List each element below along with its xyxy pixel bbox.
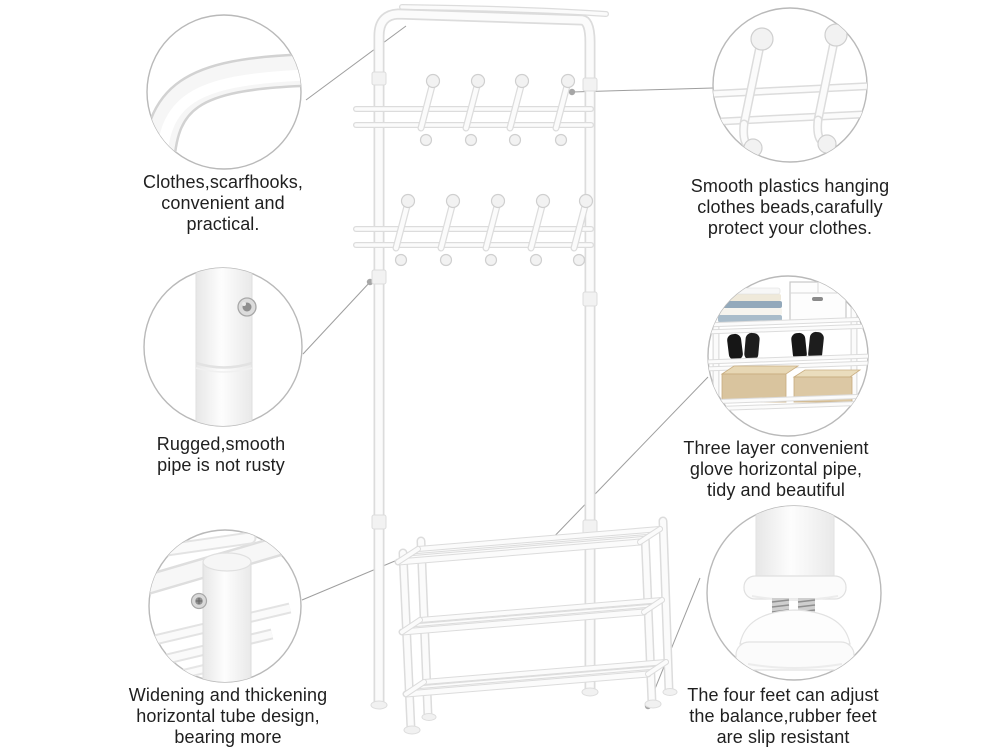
callout-text-hooks: Clothes,scarfhooks, convenient and pract… — [143, 172, 303, 234]
hook-rail-top — [353, 73, 594, 147]
callout-text-beads: Smooth plastics hanging clothes beads,ca… — [690, 176, 890, 238]
smooth-pipe-icon — [195, 268, 257, 426]
three-layer-shelf-icon — [708, 281, 868, 436]
callout-text-shelf: Three layer convenient glove horizontal … — [683, 438, 869, 500]
bench-shelf-middle — [398, 597, 665, 636]
shoe-bench — [370, 516, 678, 735]
callout-text-pipe: Rugged,smooth pipe is not rusty — [156, 434, 286, 475]
coat-rack-product — [353, 4, 678, 735]
folded-clothes — [718, 287, 782, 322]
hooks-row-1 — [417, 73, 576, 147]
double-hooks-icon — [713, 23, 867, 158]
bench-shelf-bottom — [402, 659, 669, 698]
adjustable-foot-icon — [735, 506, 855, 671]
hook-rail-bottom — [353, 193, 594, 267]
black-shoes — [727, 331, 824, 361]
hooks-row-2 — [392, 193, 594, 267]
callout-text-feet: The four feet can adjust the balance,rub… — [687, 685, 879, 747]
white-box — [789, 281, 847, 321]
bench-shelf-top — [394, 526, 663, 566]
callout-text-tube: Widening and thickening horizontal tube … — [128, 685, 328, 747]
